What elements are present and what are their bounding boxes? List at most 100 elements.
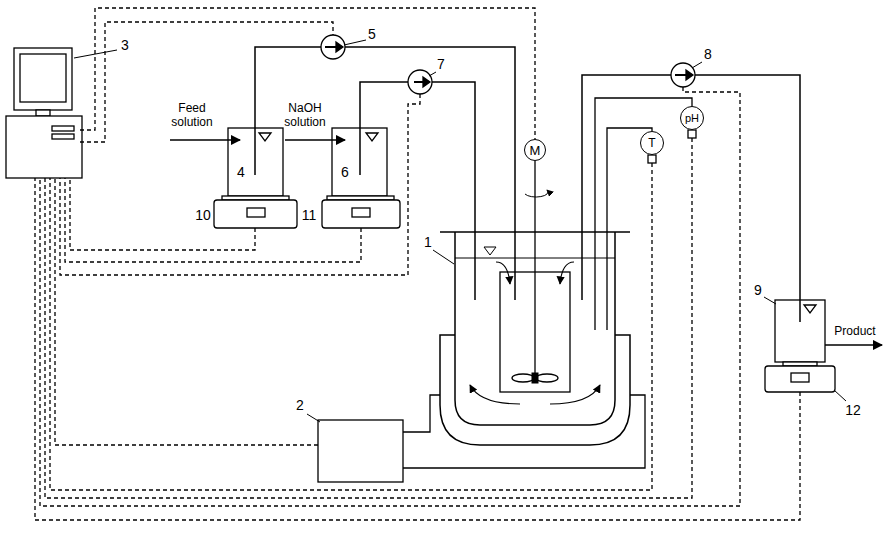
callout-number: 5 — [368, 26, 376, 42]
signal-line — [35, 178, 800, 520]
callout-number: 2 — [296, 397, 304, 413]
computer — [6, 48, 82, 178]
tank — [259, 133, 271, 141]
stream-label: Product — [834, 324, 875, 338]
callout-number: 12 — [845, 402, 861, 418]
temperature-sensor-circle: T — [640, 131, 664, 155]
computer — [6, 116, 82, 178]
reactor — [560, 262, 574, 284]
callout-number: 10 — [195, 207, 211, 223]
callout-number: 5 — [368, 26, 376, 42]
callout-number: 4 — [237, 164, 245, 180]
pump — [325, 47, 687, 82]
reactor — [496, 262, 510, 284]
pipe — [285, 139, 345, 141]
signal-line — [60, 94, 420, 275]
reactor — [440, 161, 630, 445]
motor-circle: M — [524, 139, 546, 161]
pipe — [825, 344, 882, 346]
node-text: T — [648, 137, 655, 149]
callout-number: 4 — [237, 164, 245, 180]
probe — [595, 98, 692, 330]
balance — [352, 208, 370, 217]
pipe — [695, 75, 800, 322]
callout-number: 7 — [437, 56, 445, 72]
signal-line — [55, 178, 318, 445]
callout-number: 11 — [302, 207, 317, 223]
reactor — [536, 374, 558, 382]
callout-number: 9 — [754, 282, 762, 298]
leader-line — [834, 390, 846, 401]
balance — [791, 373, 809, 382]
leader-line — [433, 250, 454, 264]
thermostat — [318, 395, 645, 482]
reactor — [470, 385, 520, 404]
tank — [332, 128, 387, 196]
callout-number: 2 — [296, 397, 304, 413]
reactor — [532, 373, 538, 383]
node-text: pH — [685, 113, 699, 124]
callout-number: 11 — [302, 207, 317, 223]
pipe — [432, 82, 475, 300]
balance — [765, 366, 835, 392]
leader-line — [344, 40, 366, 45]
leader-line — [429, 72, 436, 76]
thermostat — [403, 395, 645, 468]
tank — [775, 300, 825, 362]
signal-line — [40, 87, 740, 506]
signal-line — [65, 178, 361, 262]
computer — [14, 48, 72, 110]
tank — [228, 128, 825, 362]
probe — [595, 98, 696, 330]
callout-number: 9 — [754, 282, 762, 298]
pipe — [345, 47, 515, 300]
callout-number: 6 — [341, 164, 349, 180]
balance — [247, 208, 265, 217]
callout-number: 1 — [424, 234, 432, 250]
thermostat — [318, 420, 403, 482]
leader-line — [74, 50, 117, 58]
leader-line — [764, 297, 776, 304]
balance — [214, 200, 297, 228]
signal-line — [80, 22, 333, 142]
probe — [648, 155, 656, 163]
computer — [36, 110, 50, 116]
callout-number: 6 — [341, 164, 349, 180]
callout-number: 8 — [704, 46, 712, 62]
tank — [228, 128, 283, 196]
computer — [52, 134, 74, 139]
tank — [804, 305, 816, 313]
stream-label: NaOH solution — [280, 102, 330, 130]
signal-line — [80, 8, 535, 139]
ph-sensor-circle: pH — [680, 106, 704, 130]
stream-label: Feed solution — [171, 101, 212, 129]
stream-label: NaOH solution — [284, 101, 325, 129]
pipe — [170, 139, 240, 141]
signal-line — [50, 163, 652, 490]
callout-number: 7 — [437, 56, 445, 72]
reactor — [512, 374, 534, 382]
computer — [20, 54, 66, 102]
pump — [336, 42, 693, 87]
reactor — [534, 161, 535, 375]
balance — [214, 196, 835, 392]
reactor — [550, 385, 600, 404]
tank — [366, 133, 378, 141]
reactor — [525, 190, 548, 197]
leader-line — [74, 40, 846, 422]
stream-label: Feed solution — [162, 102, 222, 130]
callout-number: 10 — [195, 207, 211, 223]
pump — [321, 35, 695, 94]
callout-number: 12 — [845, 402, 861, 418]
stream-label: Product — [834, 325, 875, 339]
callout-number: 8 — [704, 46, 712, 62]
probe — [688, 130, 696, 138]
callout-number: 3 — [121, 37, 129, 53]
leader-line — [692, 62, 702, 68]
computer — [52, 126, 74, 131]
balance — [322, 200, 400, 228]
thermostat — [403, 395, 440, 432]
callout-number: 3 — [121, 37, 129, 53]
